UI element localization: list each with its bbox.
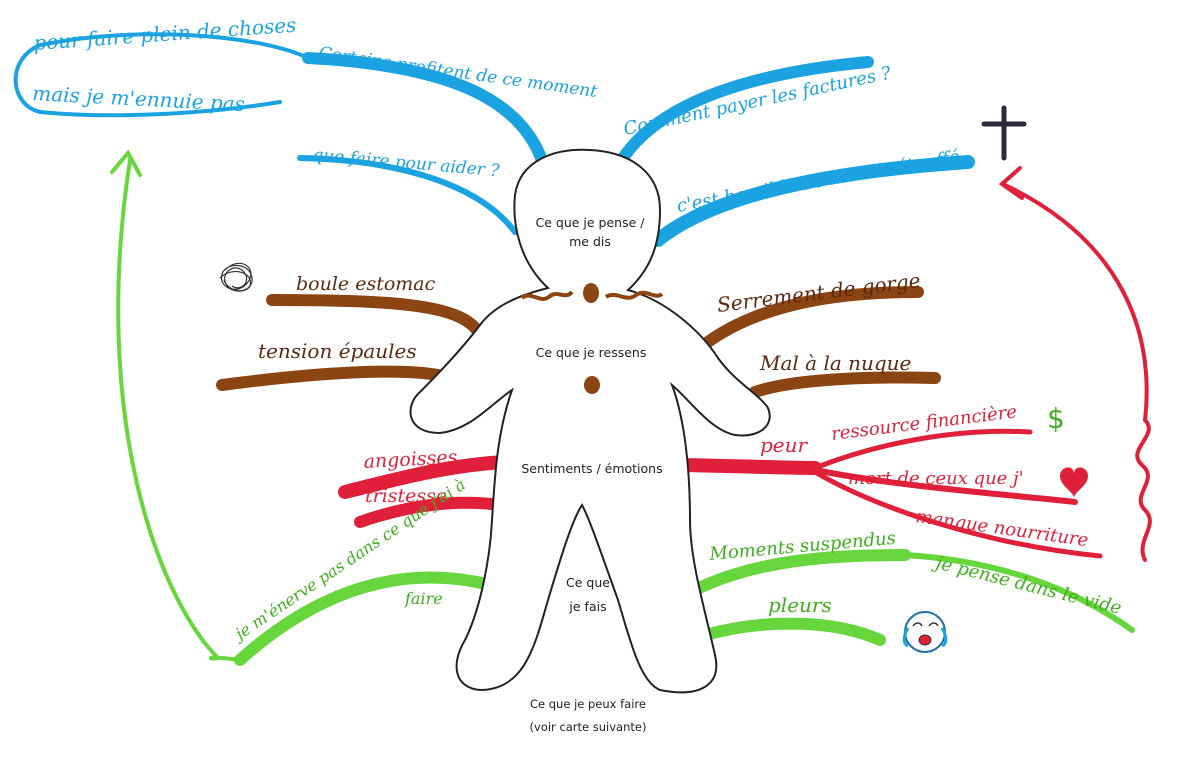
action-memorise-line1: je m'énerve pas dans ce que j'ai à [229, 475, 469, 645]
bubble-loop [13, 32, 310, 118]
emotion-branches [338, 166, 1152, 562]
green-arrow [116, 158, 242, 662]
emotion-angoisses: angoisses [363, 446, 458, 473]
legs-label-line2: je fais [568, 599, 606, 614]
sensation-branches [216, 286, 941, 398]
branch-angoisses [338, 455, 512, 499]
branch-right-upper [609, 56, 874, 178]
crying-face-icon [902, 611, 948, 653]
branch-tension [216, 365, 444, 391]
body-outline [409, 148, 771, 694]
thought-certain: Certains profitent de ce moment [317, 43, 598, 102]
red-arrowhead [998, 166, 1024, 200]
branch-left-lower [297, 155, 518, 235]
branch-mal [749, 371, 941, 398]
branch-left-upper [302, 52, 551, 176]
head-label-line2: me dis [569, 234, 611, 249]
below-label-line1: Ce que je peux faire [530, 697, 646, 711]
branch-mort [812, 467, 1078, 505]
throat-button [583, 283, 599, 303]
green-arrowhead [110, 149, 142, 177]
heart-icon [1060, 467, 1088, 498]
branch-manque [812, 469, 1103, 559]
belly-button [584, 376, 600, 394]
sensation-tension: tension épaules [258, 339, 417, 363]
branch-serrement [694, 286, 924, 354]
body-decorations [520, 283, 664, 394]
thought-branches [13, 32, 975, 247]
legs-label-line1: Ce que [566, 575, 610, 590]
chest-label: Ce que je ressens [536, 345, 647, 360]
sensation-mal: Mal à la nuque [759, 351, 911, 375]
thought-left-top: pour faire plein de choses [33, 13, 297, 55]
branch-pense [902, 552, 1135, 633]
sensation-serrement: Serrement de gorge [716, 268, 922, 317]
branch-moments [689, 549, 911, 596]
emotion-manque: manque nourriture [914, 506, 1089, 551]
head-label-line1: Ce que je pense / [536, 215, 646, 230]
emotion-mort: mort de ceux que j' [848, 468, 1024, 489]
emotion-peur: peur [760, 433, 809, 457]
action-branches [110, 149, 1135, 666]
branch-tristesse [354, 496, 506, 528]
tangled-scribble-icon [219, 262, 253, 292]
sensation-boule: boule estomac [296, 273, 436, 295]
branch-peur [673, 458, 822, 475]
cross-icon [981, 105, 1027, 161]
below-label-line2: (voir carte suivante) [530, 720, 647, 734]
thought-que-faire: que faire pour aider ? [312, 145, 501, 181]
action-pense: je pense dans le vide [930, 552, 1124, 619]
action-memorise-line2: faire [404, 589, 443, 608]
thought-left-bottom: mais je m'ennuie pas [32, 81, 246, 116]
red-squiggle-arrow [1003, 183, 1152, 562]
action-pleurs: pleurs [768, 593, 832, 617]
branch-right-lower [651, 155, 975, 247]
branch-boule [266, 294, 486, 341]
branch-ressource [812, 428, 1033, 471]
branch-memorise [234, 571, 496, 666]
dollar-icon: $ [1047, 402, 1065, 435]
branch-pleurs [699, 617, 886, 646]
belly-label: Sentiments / émotions [521, 461, 662, 476]
neck-squiggle-right [604, 290, 664, 300]
emotion-tristesse: tristesse [365, 485, 447, 507]
neck-squiggle-left [520, 290, 574, 301]
thought-horrible: c'est horrible de mourir étouffé [675, 146, 961, 217]
